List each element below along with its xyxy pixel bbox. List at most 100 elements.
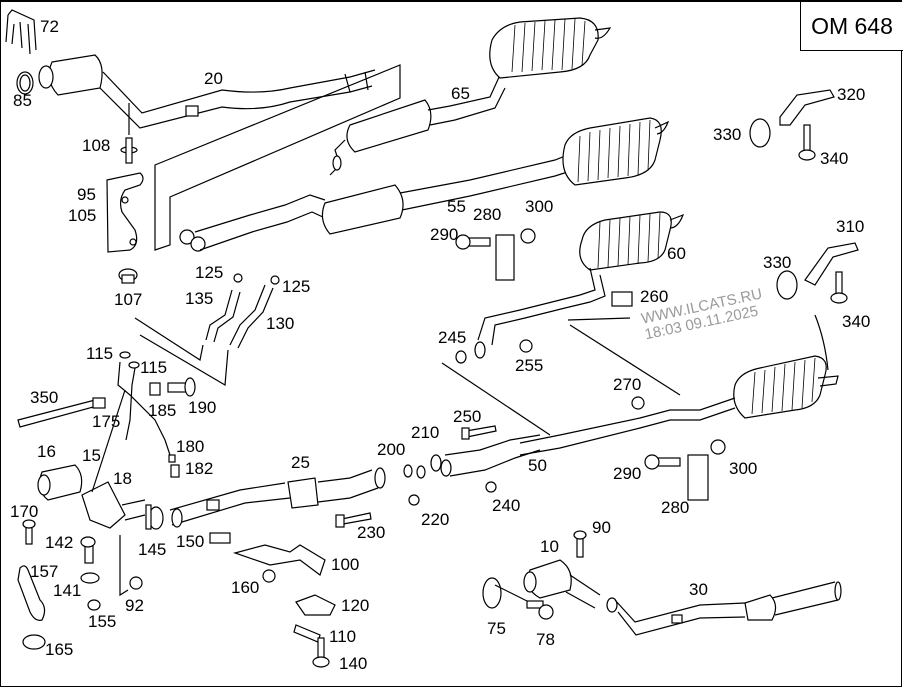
part-157-bracket[interactable] — [17, 565, 46, 621]
part-340-bolt-b[interactable] — [830, 271, 848, 304]
callout-part-135[interactable]: 135 — [185, 289, 214, 308]
callout-part-120[interactable]: 120 — [341, 596, 370, 615]
callout-part-157[interactable]: 157 — [30, 562, 59, 581]
callout-part-320[interactable]: 320 — [837, 85, 866, 104]
part-230-bolt[interactable] — [335, 512, 372, 528]
part-350-sensor[interactable] — [17, 397, 106, 428]
callout-part-125[interactable]: 125 — [282, 277, 311, 296]
callout-part-78[interactable]: 78 — [536, 630, 555, 649]
part-300-nut-a[interactable] — [520, 228, 536, 244]
callout-part-200[interactable]: 200 — [377, 440, 406, 459]
callout-part-310[interactable]: 310 — [836, 217, 865, 236]
part-92-nut[interactable] — [129, 576, 143, 590]
callout-part-155[interactable]: 155 — [88, 612, 117, 631]
callout-part-110[interactable]: 110 — [329, 627, 357, 646]
part-65-rear-muffler-upper[interactable] — [489, 17, 612, 79]
callout-part-16[interactable]: 16 — [37, 442, 56, 461]
part-170-bolt[interactable] — [22, 519, 36, 545]
callout-part-300[interactable]: 300 — [525, 197, 554, 216]
part-165-grommet[interactable] — [22, 634, 46, 650]
part-120-plate[interactable] — [295, 594, 336, 616]
callout-part-340[interactable]: 340 — [820, 149, 849, 168]
part-330-hanger-a[interactable] — [749, 118, 771, 148]
callout-part-125[interactable]: 125 — [195, 263, 224, 282]
callout-part-10[interactable]: 10 — [540, 537, 559, 556]
callout-part-230[interactable]: 230 — [357, 523, 386, 542]
callout-part-75[interactable]: 75 — [487, 619, 506, 638]
part-30-pipe[interactable] — [606, 581, 842, 636]
callout-part-100[interactable]: 100 — [331, 555, 360, 574]
part-340-bolt-a[interactable] — [798, 124, 816, 161]
part-182-fitting[interactable] — [170, 464, 180, 478]
callout-part-85[interactable]: 85 — [13, 91, 32, 110]
callout-part-220[interactable]: 220 — [421, 510, 450, 529]
part-18-converter[interactable] — [81, 389, 146, 529]
part-245-grommet[interactable] — [455, 350, 467, 364]
callout-part-105[interactable]: 105 — [68, 206, 97, 225]
callout-part-340[interactable]: 340 — [842, 312, 871, 331]
callout-part-141[interactable]: 141 — [53, 581, 82, 600]
callout-part-350[interactable]: 350 — [30, 388, 59, 407]
callout-part-18[interactable]: 18 — [113, 469, 132, 488]
callout-part-185[interactable]: 185 — [148, 401, 177, 420]
callout-part-165[interactable]: 165 — [45, 640, 74, 659]
callout-part-142[interactable]: 142 — [45, 533, 74, 552]
callout-part-210[interactable]: 210 — [411, 423, 440, 442]
part-78-bolt[interactable] — [526, 600, 554, 620]
part-145-sensor[interactable] — [145, 504, 164, 530]
part-250-bolt[interactable] — [461, 425, 497, 440]
callout-part-190[interactable]: 190 — [188, 398, 217, 417]
callout-part-330[interactable]: 330 — [713, 125, 742, 144]
part-middle-muffler[interactable] — [329, 74, 506, 176]
callout-part-160[interactable]: 160 — [231, 578, 260, 597]
part-185-clip[interactable] — [149, 382, 161, 396]
callout-part-65[interactable]: 65 — [451, 84, 470, 103]
part-55-rear-muffler-lower[interactable] — [562, 117, 670, 186]
part-280-hanger-b[interactable] — [687, 454, 709, 501]
part-142-bolt[interactable] — [80, 536, 96, 564]
part-115-clip-b[interactable] — [128, 361, 140, 369]
callout-part-115[interactable]: 115 — [86, 344, 114, 363]
part-85-ring[interactable] — [16, 71, 34, 95]
part-20-front-pipe[interactable] — [38, 54, 376, 129]
callout-part-290[interactable]: 290 — [613, 464, 642, 483]
part-220-nut[interactable] — [408, 494, 420, 506]
part-255-nut[interactable] — [519, 339, 533, 353]
part-155-ring[interactable] — [87, 599, 101, 611]
callout-part-25[interactable]: 25 — [291, 453, 310, 472]
callout-part-300[interactable]: 300 — [729, 459, 758, 478]
callout-part-180[interactable]: 180 — [176, 437, 205, 456]
part-330-hanger-b[interactable] — [776, 270, 798, 300]
callout-part-245[interactable]: 245 — [438, 328, 467, 347]
callout-part-95[interactable]: 95 — [77, 185, 96, 204]
part-190-bolt[interactable] — [167, 377, 196, 397]
part-50-pipe[interactable] — [403, 434, 541, 479]
part-141-clamp[interactable] — [80, 572, 100, 584]
part-240-nut[interactable] — [485, 481, 497, 493]
part-90-bolt[interactable] — [573, 530, 587, 558]
callout-part-240[interactable]: 240 — [492, 496, 521, 515]
part-130-135-hoses[interactable] — [205, 273, 280, 349]
part-290-bolt-a[interactable] — [455, 234, 491, 250]
callout-part-30[interactable]: 30 — [689, 580, 708, 599]
callout-part-250[interactable]: 250 — [453, 407, 482, 426]
callout-part-50[interactable]: 50 — [528, 456, 547, 475]
part-72-clamp[interactable] — [5, 9, 37, 55]
callout-part-280[interactable]: 280 — [661, 498, 690, 517]
part-300-nut-b[interactable] — [710, 439, 726, 455]
part-100-bracket[interactable] — [232, 544, 326, 576]
callout-part-55[interactable]: 55 — [447, 197, 466, 216]
callout-part-140[interactable]: 140 — [339, 654, 368, 673]
part-115-clip-a[interactable] — [119, 351, 131, 359]
callout-part-182[interactable]: 182 — [185, 459, 214, 478]
callout-part-290[interactable]: 290 — [430, 225, 459, 244]
part-180-sensor-line[interactable] — [117, 361, 176, 463]
callout-part-170[interactable]: 170 — [10, 502, 39, 521]
part-16-dpf[interactable] — [37, 464, 83, 501]
callout-part-90[interactable]: 90 — [592, 518, 611, 537]
part-290-bolt-b[interactable] — [644, 454, 681, 470]
part-270-nut[interactable] — [631, 396, 645, 410]
part-107-grommet[interactable] — [118, 268, 138, 284]
callout-part-107[interactable]: 107 — [114, 290, 143, 309]
callout-part-255[interactable]: 255 — [515, 356, 544, 375]
